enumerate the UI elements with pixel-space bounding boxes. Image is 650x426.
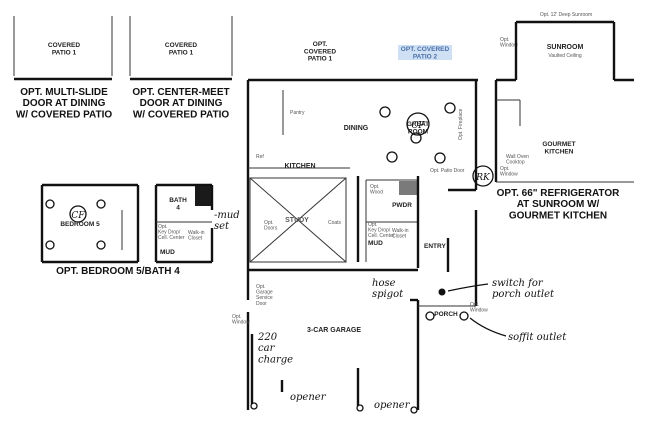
- opt-window-gourmet-label: Opt.Window: [500, 166, 518, 178]
- opt-window-left-label: Opt.Window: [232, 314, 250, 326]
- pantry-label: Pantry: [290, 110, 305, 116]
- pwdr-label: PWDR: [392, 202, 412, 209]
- cf-great: CF: [411, 121, 425, 131]
- opt-window-top-label: Opt.Window: [500, 37, 518, 49]
- opener-note-1: opener: [290, 392, 327, 403]
- dining-label: DINING: [344, 125, 369, 132]
- opt-wood-label: Opt.Wood: [370, 184, 383, 196]
- opt-patio-door-label: Opt. Patio Door: [430, 168, 465, 174]
- light-fixtures: [379, 102, 456, 164]
- study-label: STUDY: [285, 217, 309, 224]
- pwdr-fixture: [399, 181, 417, 195]
- switch-marker: [438, 288, 446, 296]
- cf-bedroom-circle: [69, 205, 87, 223]
- entry-label: ENTRY: [424, 243, 446, 250]
- opt-window-bottom-label: Opt.Window: [470, 302, 488, 314]
- opt-kdrop-2-label: Opt.Key Drop/Cell. Center: [368, 222, 395, 239]
- opt-fireplace-label: Opt. Fireplace: [458, 108, 464, 140]
- opt-doors-label: Opt.Doors: [264, 220, 278, 232]
- sunroom-sub-label: Vaulted Ceiling: [548, 53, 581, 59]
- opener-note-2: opener: [374, 400, 411, 411]
- bedroom-bath-caption: OPT. BEDROOM 5/BATH 4: [56, 266, 180, 277]
- rk-circle: [472, 165, 494, 187]
- patio-2-highlight: [398, 45, 452, 60]
- garage-label: 3-CAR GARAGE: [307, 327, 361, 334]
- coats-label: Coats: [328, 220, 342, 226]
- ref-label: Ref: [256, 154, 264, 160]
- mud-left-label: MUD: [160, 249, 175, 256]
- sunroom-top-label: Opt. 12' Deep Sunroom: [540, 12, 592, 18]
- soffit-note: soffit outlet: [508, 332, 567, 343]
- porch-label: PORCH: [434, 311, 458, 318]
- kitchen-label: KITCHEN: [284, 163, 315, 170]
- bedroom5-label: BEDROOM 5: [60, 221, 100, 228]
- cf-bedroom: CF: [71, 211, 85, 221]
- rk-handwritten: RK: [475, 173, 491, 183]
- cf-great-circle: [406, 112, 430, 136]
- bath-fixture: [195, 186, 211, 206]
- sunroom-option: Opt. 12' Deep Sunroom SUNROOM Vaulted Ce…: [472, 12, 634, 221]
- mud-right-label: MUD: [368, 240, 383, 247]
- sunroom-label: SUNROOM: [547, 44, 584, 51]
- opt-kdrop-label: Opt.Key Drop/Cell. Center: [158, 224, 185, 241]
